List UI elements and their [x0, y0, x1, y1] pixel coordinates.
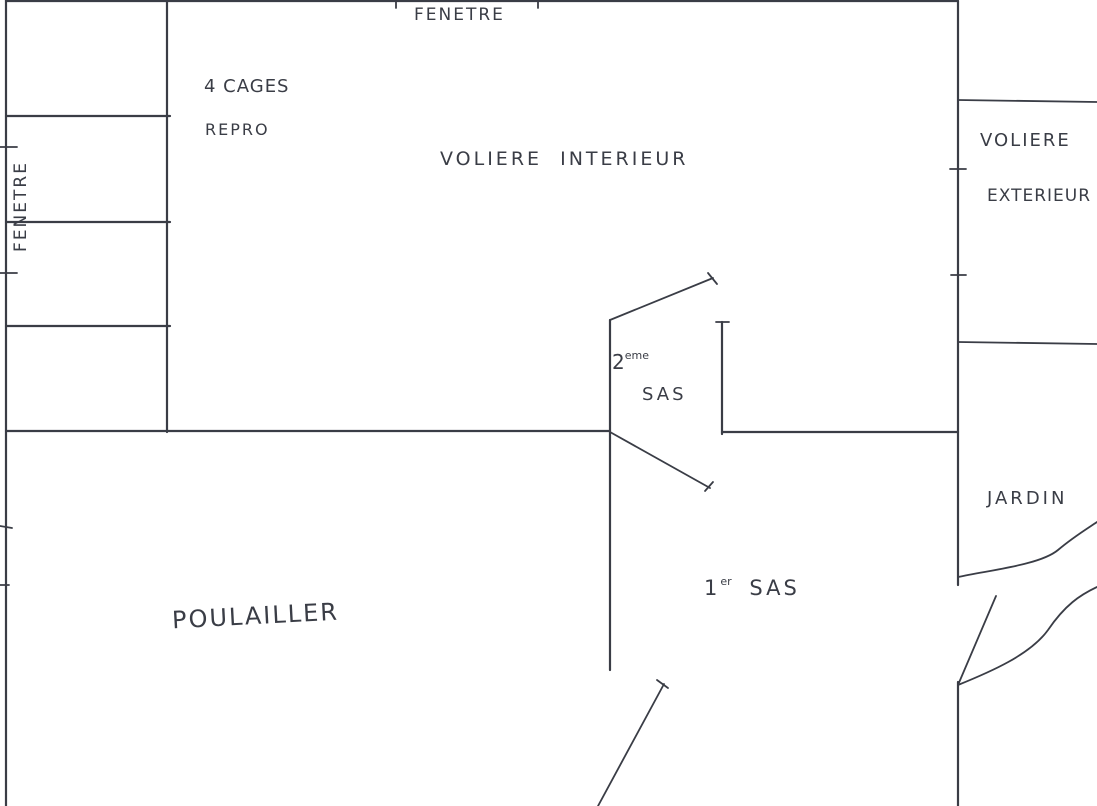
aviary-exterior-label-line1: VOLIERE	[980, 130, 1071, 151]
window-top-label: FENETRE	[414, 5, 505, 25]
airlock-1-number: 1	[704, 576, 721, 600]
window-marks	[0, 0, 539, 586]
aviary-exterior-label-line2: EXTERIEUR	[987, 186, 1092, 206]
airlock-1-suffix: er	[720, 575, 732, 588]
airlock-2-suffix: eme	[624, 349, 649, 362]
outer-walls	[4, 0, 960, 806]
entrance-door	[597, 679, 669, 806]
right-wall	[956, 430, 997, 806]
airlock-2-label-top: 2eme	[612, 349, 649, 374]
aviary-interior-label: VOLIERE INTERIEUR	[440, 148, 689, 170]
exterior-aviary-walls	[949, 99, 1097, 345]
window-left-label: FENETRE	[10, 161, 31, 252]
garden-path	[957, 521, 1097, 686]
cage-dividers	[4, 0, 172, 434]
garden-label: JARDIN	[987, 488, 1068, 509]
airlock-1-label: SAS	[749, 576, 800, 600]
airlock-2-number: 2	[612, 350, 625, 374]
airlock-2-label: SAS	[642, 384, 687, 405]
aviary-bottom-wall	[4, 429, 960, 434]
cages-label-line1: 4 CAGES	[204, 76, 290, 97]
airlock-1-label-wrap: 1er SAS	[704, 575, 800, 600]
cages-label-line2: REPRO	[205, 120, 270, 139]
airlock-2-walls	[608, 272, 730, 672]
